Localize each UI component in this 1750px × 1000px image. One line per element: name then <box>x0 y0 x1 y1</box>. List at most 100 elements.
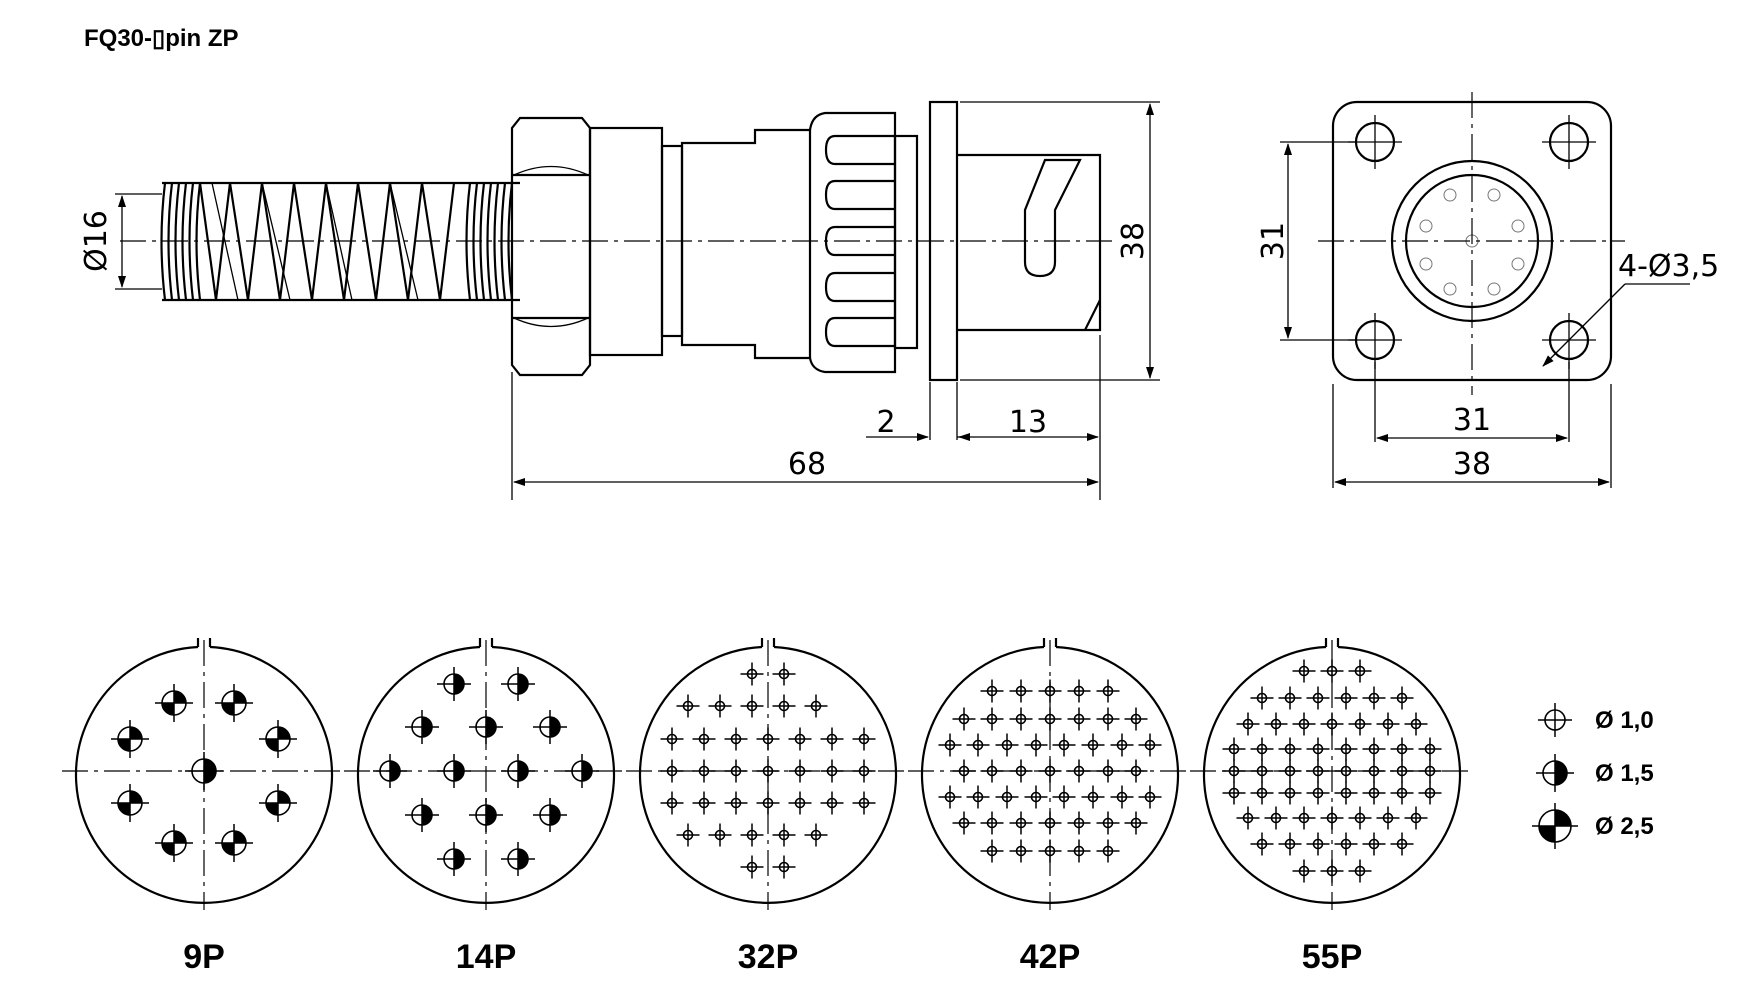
pin-1.0-icon <box>1334 832 1358 856</box>
pin-1.0-icon <box>952 759 976 783</box>
pin-1.0-icon <box>660 759 684 783</box>
pin-1.0-icon <box>1362 759 1386 783</box>
pin-1.5-icon <box>469 710 503 744</box>
pin-1.5-icon <box>501 667 535 701</box>
pin-1.0-icon <box>1250 781 1274 805</box>
pin-1.0-icon <box>1038 759 1062 783</box>
pin-1.0-icon <box>1320 806 1344 830</box>
legend-label-2-5: Ø 2,5 <box>1595 813 1654 840</box>
pin-1.0-icon <box>1320 712 1344 736</box>
pin-1.0-icon <box>740 662 764 686</box>
pin-1.0-icon <box>852 727 876 751</box>
pin-1.0-icon <box>1278 759 1302 783</box>
pin-1.0-icon <box>1009 839 1033 863</box>
pin-1.0-icon <box>772 855 796 879</box>
pin-1.0-icon <box>1278 686 1302 710</box>
pin-1.0-icon <box>852 791 876 815</box>
pin-1.0-icon <box>740 855 764 879</box>
dim-pitch-v-label: 31 <box>1256 222 1291 260</box>
pin-2.5-icon <box>1532 803 1578 849</box>
pin-1.0-icon <box>1390 781 1414 805</box>
pin-1.0-icon <box>1443 282 1457 296</box>
pin-1.0-icon <box>1236 806 1260 830</box>
pin-1.0-icon <box>938 785 962 809</box>
pin-1.0-icon <box>1052 785 1076 809</box>
dim-flange-label: 2 <box>876 405 895 440</box>
ribbed-coupling-nut <box>808 111 919 374</box>
pin-2.5-icon <box>259 784 297 822</box>
dim-flange-thickness: 2 <box>866 405 970 441</box>
pin-1.0-icon <box>952 811 976 835</box>
pin-1.0-icon <box>756 727 780 751</box>
coupling-body <box>588 126 812 360</box>
pin-1.0-icon <box>820 727 844 751</box>
pin-2.5-icon <box>155 684 193 722</box>
pin-layouts <box>62 638 1474 910</box>
layout-32p <box>626 638 910 910</box>
pin-1.0-icon <box>1081 785 1105 809</box>
pin-1.0-icon <box>1306 759 1330 783</box>
pin-1.0-icon <box>1334 686 1358 710</box>
pin-1.0-icon <box>724 759 748 783</box>
pin-1.0-icon <box>804 694 828 718</box>
pin-1.0-icon <box>1511 257 1525 271</box>
pin-1.0-icon <box>966 733 990 757</box>
pin-1.0-icon <box>980 707 1004 731</box>
layout-label-32p: 32P <box>738 938 799 976</box>
pin-1.0-icon <box>1038 707 1062 731</box>
pin-1.5-icon <box>437 667 471 701</box>
pin-1.0-icon <box>1067 759 1091 783</box>
pin-1.0-icon <box>1067 839 1091 863</box>
pin-1.0-icon <box>1306 832 1330 856</box>
pin-1.0-icon <box>1096 759 1120 783</box>
pin-1.5-icon <box>185 752 223 790</box>
pin-1.0-icon <box>772 662 796 686</box>
pin-1.0-icon <box>820 759 844 783</box>
pin-1.0-icon <box>966 785 990 809</box>
layout-42p <box>908 638 1192 910</box>
pin-1.0-icon <box>660 727 684 751</box>
pin-1.0-icon <box>1390 686 1414 710</box>
dim-hole-pitch-horizontal: 31 <box>1374 362 1570 442</box>
pin-1.0-icon <box>1334 737 1358 761</box>
pin-1.0-icon <box>1390 737 1414 761</box>
side-view: Ø16 38 2 13 68 <box>79 100 1160 500</box>
pin-1.0-icon <box>1038 679 1062 703</box>
pin-1.0-icon <box>1278 832 1302 856</box>
layout-label-14p: 14P <box>456 938 517 976</box>
pin-1.0-icon <box>1096 679 1120 703</box>
dim-diameter-label: Ø16 <box>79 210 114 272</box>
pin-1.0-icon <box>756 791 780 815</box>
dim-height: 38 <box>960 101 1160 381</box>
pin-1.0-icon <box>692 759 716 783</box>
pin-1.0-icon <box>1292 712 1316 736</box>
pin-1.0-icon <box>1306 781 1330 805</box>
pin-1.0-icon <box>740 694 764 718</box>
pin-1.0-icon <box>1081 733 1105 757</box>
pin-1.5-icon <box>437 754 471 788</box>
dim-diameter: Ø16 <box>79 193 162 290</box>
pin-1.5-icon <box>469 798 503 832</box>
pin-1.5-icon <box>437 842 471 876</box>
pin-1.0-icon <box>1348 659 1372 683</box>
dim-height-label: 38 <box>1116 222 1151 260</box>
pin-1.0-icon <box>1292 859 1316 883</box>
pin-1.0-icon <box>1404 806 1428 830</box>
pin-1.0-icon <box>1362 832 1386 856</box>
pin-2.5-icon <box>259 720 297 758</box>
pin-1.0-icon <box>692 727 716 751</box>
legend-label-1-5: Ø 1,5 <box>1595 760 1654 787</box>
pin-1.0-icon <box>1487 188 1501 202</box>
pin-1.5-icon <box>405 710 439 744</box>
pin-1.0-icon <box>1390 832 1414 856</box>
pin-1.0-icon <box>804 823 828 847</box>
pin-1.0-icon <box>692 791 716 815</box>
pin-1.0-icon <box>1418 737 1442 761</box>
dim-hole-pitch-vertical: 31 <box>1256 141 1356 341</box>
pin-1.0-icon <box>820 791 844 815</box>
pin-1.0-icon <box>1222 781 1246 805</box>
dim-holes-leader: 4-Ø3,5 <box>1542 249 1719 367</box>
pin-1.0-icon <box>995 733 1019 757</box>
pin-1.0-icon <box>1067 811 1091 835</box>
pin-1.0-icon <box>1067 707 1091 731</box>
